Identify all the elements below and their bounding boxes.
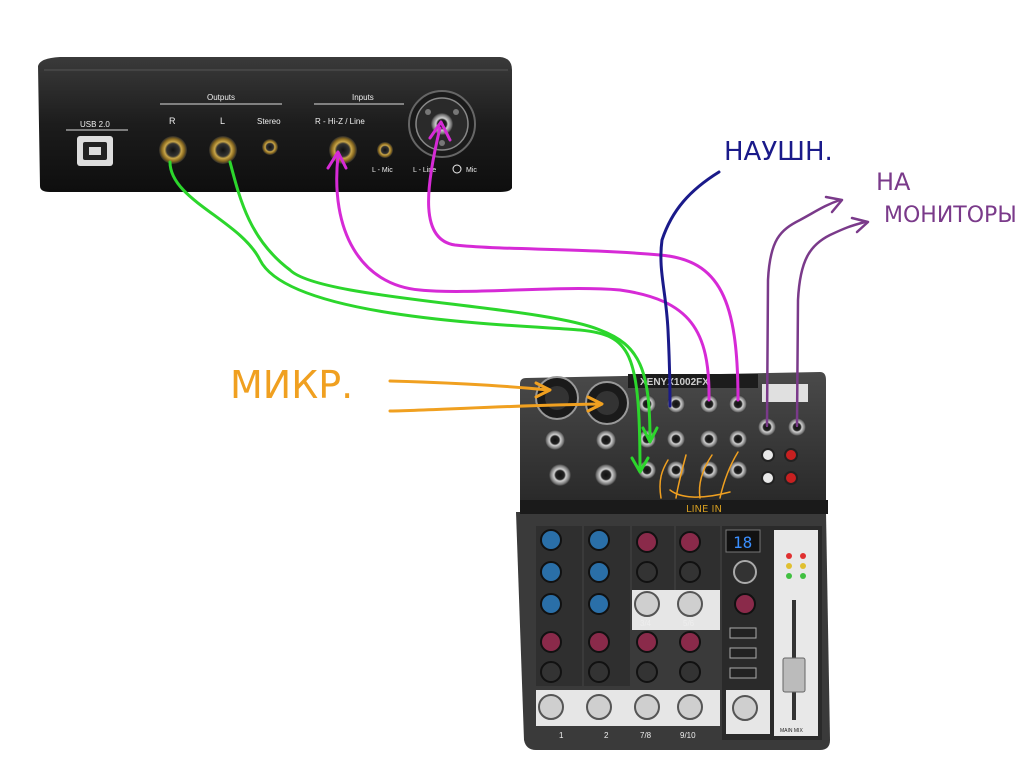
l-mic-label: L - Mic — [372, 167, 393, 174]
fx-section: 18 MAIN MIX — [722, 526, 822, 740]
channel-number: 5/6 — [683, 619, 695, 628]
channel-number: 3/4 — [640, 619, 652, 628]
mixer-line-2 — [596, 430, 616, 450]
inputs-label: Inputs — [352, 93, 374, 102]
mic-label: Mic — [466, 167, 477, 174]
fx-display: 18 — [733, 533, 752, 552]
headphones-cable — [661, 172, 719, 406]
channel-number: 7/8 — [640, 731, 652, 740]
output-r-jack — [159, 136, 187, 164]
channel-number: 2 — [604, 731, 609, 740]
headphones-annotation: НАУШН. — [724, 137, 833, 167]
outputs-label: Outputs — [207, 93, 235, 102]
stereo-label: Stereo — [257, 117, 281, 126]
magenta-cable-r — [337, 156, 709, 400]
channel-number: 1 — [559, 731, 564, 740]
channel-number: 9/10 — [680, 731, 696, 740]
mixer-model: XENYX1002FX — [640, 377, 709, 388]
usb-label: USB 2.0 — [80, 120, 110, 129]
mic-annotation: МИКР. — [230, 363, 353, 407]
mixer-line-1 — [545, 430, 565, 450]
input-l-mic-jack — [377, 142, 393, 158]
line-in-note: LINE IN — [686, 504, 722, 515]
monitors-annotation-line1: НА — [876, 168, 911, 196]
main-mix-label: MAIN MIX — [780, 728, 803, 734]
stereo-jack — [262, 139, 278, 155]
main-fader — [783, 658, 805, 692]
output-r-label: R — [169, 116, 176, 126]
mixer: XENYX1002FX — [516, 372, 830, 750]
output-l-label: L — [220, 116, 225, 126]
input-r-label: R - Hi-Z / Line — [315, 117, 365, 126]
output-l-jack — [209, 136, 237, 164]
monitors-annotation-line2: МОНИТОРЫ — [884, 203, 1017, 228]
